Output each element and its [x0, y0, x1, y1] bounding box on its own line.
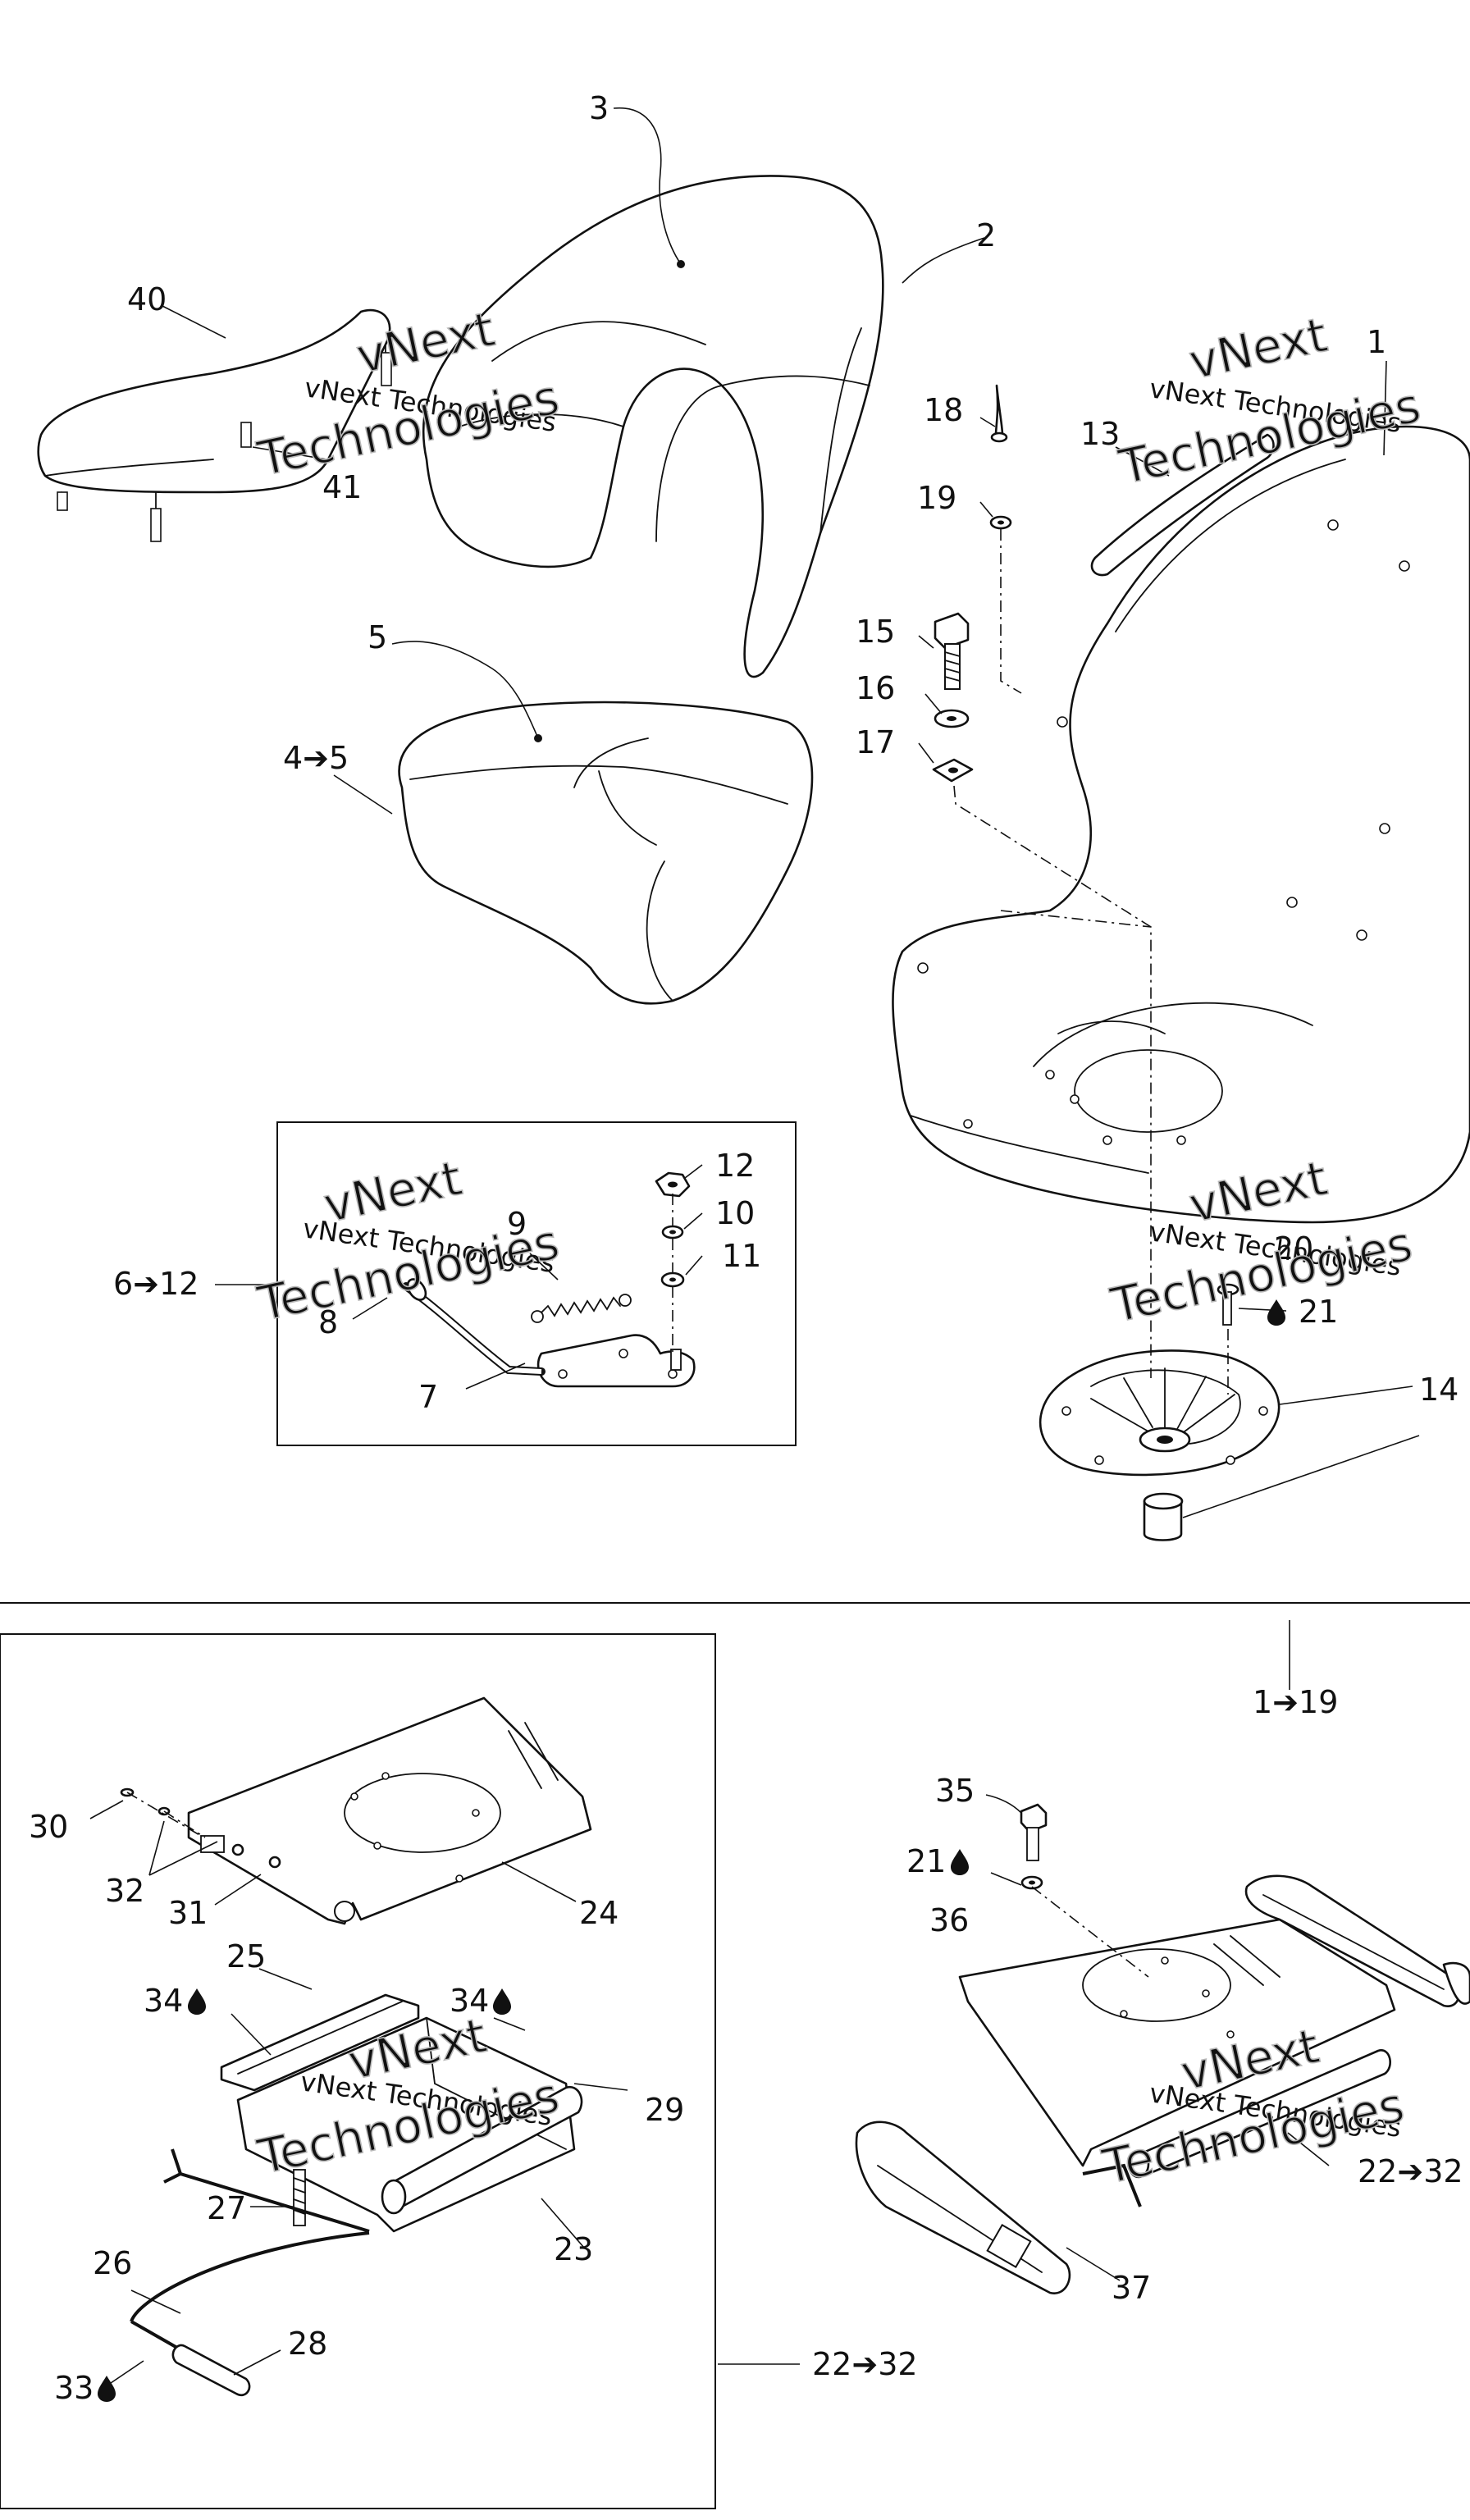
label-35: 35 [935, 1773, 975, 1809]
label-15: 15 [856, 614, 895, 650]
label-5: 5 [368, 619, 387, 655]
label-20: 20 [1274, 1230, 1313, 1267]
label-30: 30 [29, 1809, 68, 1845]
label-22-32-right: 22➔32 [1358, 2153, 1463, 2189]
label-6-12: 6➔12 [113, 1266, 199, 1302]
label-21-right: 21 [906, 1843, 946, 1879]
watermark-vnext: vNext [1185, 307, 1332, 390]
liquid-drop-icon [493, 1988, 511, 2015]
liquid-drop-icon [951, 1849, 969, 1875]
liquid-drop-icon [98, 2376, 116, 2402]
label-26: 26 [93, 2245, 132, 2281]
label-21-right-with-drop: 21 [906, 1843, 969, 1879]
label-2: 2 [976, 217, 996, 253]
label-24: 24 [579, 1895, 619, 1931]
hardware-stack [932, 384, 1012, 783]
label-33-with-drop: 33 [54, 2370, 116, 2406]
label-22-32-left: 22➔32 [812, 2346, 918, 2382]
label-16: 16 [856, 670, 895, 706]
label-19: 19 [917, 480, 956, 516]
liquid-drop-icon [1267, 1299, 1285, 1326]
label-18: 18 [924, 392, 963, 428]
label-1: 1 [1367, 324, 1386, 360]
armrest [37, 308, 392, 542]
label-9: 9 [507, 1206, 527, 1242]
watermark-mid-left: vNext vNext Technologies Technologies [252, 1149, 564, 1333]
label-37: 37 [1112, 2270, 1151, 2306]
slide-assembly-installed [855, 1803, 1470, 2294]
label-41: 41 [322, 469, 362, 505]
slide-mechanism [120, 1696, 592, 2396]
seat-cushion [398, 701, 814, 1005]
label-3: 3 [589, 90, 609, 126]
inset-frame-6-12 [276, 1121, 797, 1446]
label-1-19: 1➔19 [1253, 1684, 1338, 1720]
label-34-left: 34 [144, 1983, 183, 2019]
label-34-left-with-drop: 34 [144, 1983, 206, 2019]
release-lever-assembly [402, 1171, 696, 1388]
label-28: 28 [288, 2326, 327, 2362]
seat-shell [892, 425, 1470, 1224]
label-34-right: 34 [450, 1983, 489, 2019]
trim-strip [1090, 433, 1275, 577]
liquid-drop-icon [188, 1988, 206, 2015]
inset-frame-22-32 [0, 1633, 716, 2509]
label-31: 31 [168, 1895, 208, 1931]
label-7: 7 [418, 1379, 438, 1415]
label-36: 36 [929, 1902, 969, 1938]
center-lines [126, 529, 1229, 1978]
label-13: 13 [1080, 416, 1120, 452]
label-10: 10 [715, 1195, 755, 1231]
swivel-base [1039, 1283, 1281, 1541]
label-21-with-drop: 21 [1267, 1294, 1338, 1330]
label-23: 23 [554, 2231, 593, 2267]
leader-lines [89, 107, 1420, 2384]
seat-backrest [422, 175, 884, 678]
label-32: 32 [105, 1873, 144, 1909]
label-33: 33 [54, 2370, 94, 2406]
label-29: 29 [645, 2092, 684, 2128]
label-27: 27 [207, 2190, 246, 2226]
label-17: 17 [856, 724, 895, 760]
label-14: 14 [1419, 1372, 1459, 1408]
label-4-5: 4➔5 [283, 740, 349, 776]
label-21: 21 [1299, 1294, 1338, 1330]
label-40: 40 [127, 281, 167, 317]
label-8: 8 [318, 1304, 338, 1340]
label-12: 12 [715, 1148, 755, 1184]
part-labels: 1 2 3 40 41 5 4➔5 13 18 19 15 16 17 12 1… [29, 90, 1463, 2406]
label-34-right-with-drop: 34 [450, 1983, 511, 2019]
label-25: 25 [226, 1938, 266, 1974]
label-11: 11 [722, 1238, 761, 1274]
